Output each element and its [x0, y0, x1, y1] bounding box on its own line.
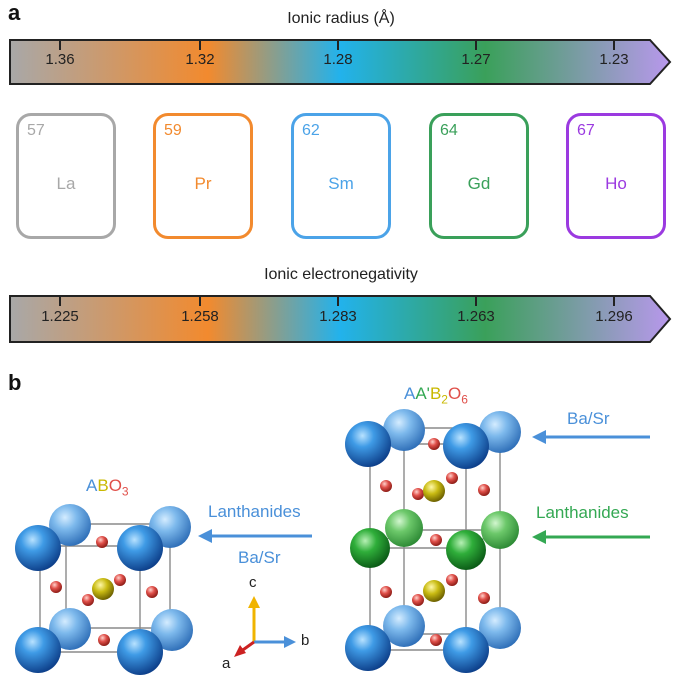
- radius-tick-label-3: 1.27: [461, 51, 491, 68]
- ionic-radius-bar: [9, 39, 672, 85]
- electronegativity-tick-label-2: 1.283: [319, 308, 357, 325]
- electronegativity-tick-label-4: 1.296: [595, 308, 633, 325]
- abo3-B: B: [97, 476, 109, 495]
- axis-a-label: a: [222, 655, 231, 672]
- axes-indicator: [234, 596, 296, 657]
- double-O: O: [447, 384, 462, 403]
- double-perovskite-unit-cell: [345, 409, 521, 673]
- element-symbol: Gd: [467, 174, 491, 193]
- electronegativity-title: Ionic electronegativity: [264, 266, 418, 283]
- left-arrow-basr-label: Ba/Sr: [238, 548, 281, 567]
- radius-tick-label-1: 1.32: [185, 51, 215, 68]
- electronegativity-tick-label-0: 1.225: [41, 308, 79, 325]
- abo3-formula: ABO3: [86, 476, 129, 498]
- radius-tick-label-0: 1.36: [45, 51, 75, 68]
- radius-tick-label-2: 1.28: [323, 51, 353, 68]
- element-atomic-number: 59: [164, 122, 182, 139]
- panel-b-label: b: [8, 370, 22, 395]
- double-B: B: [429, 384, 442, 403]
- double-A: A: [404, 384, 416, 403]
- double-sub6: 6: [461, 392, 468, 407]
- double-A-prime: A': [415, 384, 430, 403]
- element-symbol: Sm: [328, 174, 354, 193]
- left-arrow: [198, 529, 312, 543]
- electronegativity-tick-label-3: 1.263: [457, 308, 495, 325]
- abo3-sub3: 3: [121, 484, 129, 499]
- right-arrow-bottom: [532, 530, 650, 544]
- left-arrow-lanthanides-label: Lanthanides: [208, 502, 301, 521]
- element-symbol: La: [56, 174, 76, 193]
- right-arrow-basr-label: Ba/Sr: [567, 409, 610, 428]
- radius-tick-label-4: 1.23: [599, 51, 629, 68]
- element-symbol: Pr: [194, 174, 212, 193]
- ionic-radius-title: Ionic radius (Å): [287, 10, 395, 27]
- electronegativity-bar: [9, 295, 672, 343]
- right-arrow-top: [532, 430, 650, 444]
- element-atomic-number: 64: [440, 122, 458, 139]
- right-arrow-lanthanides-label: Lanthanides: [536, 503, 629, 522]
- axis-c-label: c: [249, 574, 257, 591]
- electronegativity-tick-label-1: 1.258: [181, 308, 219, 325]
- element-atomic-number: 67: [577, 122, 595, 139]
- abo3-O: O: [108, 476, 122, 495]
- double-perovskite-formula: AA'B2O6: [404, 384, 468, 406]
- axis-b-label: b: [301, 632, 310, 649]
- double-sub2: 2: [441, 392, 448, 407]
- abo3-unit-cell: [15, 504, 193, 675]
- element-atomic-number: 57: [27, 122, 45, 139]
- panel-a-label: a: [8, 0, 21, 25]
- element-symbol: Ho: [605, 174, 627, 193]
- abo3-A: A: [86, 476, 98, 495]
- element-atomic-number: 62: [302, 122, 320, 139]
